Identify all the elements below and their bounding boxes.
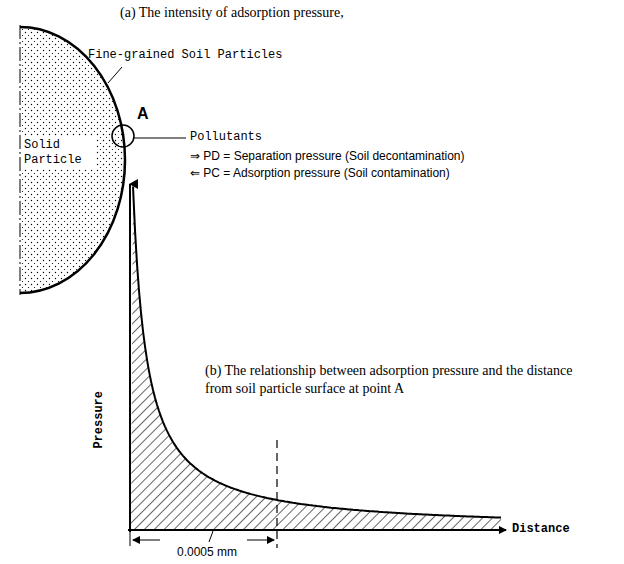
part-name: Fine-grained Soil Particles (88, 48, 282, 64)
part-heading: (a) The intensity of adsorption pressure… (120, 4, 344, 22)
part-name: Pollutants (190, 130, 262, 146)
note: ⇐ PC = Adsorption pressure (Soil contami… (190, 166, 450, 182)
y-axis (129, 184, 131, 532)
axis-label: Distance (512, 522, 570, 538)
x-axis (128, 529, 506, 531)
dimension-line (247, 540, 274, 541)
hatched-area (131, 187, 502, 531)
dimension-tick (130, 532, 131, 546)
dimension: 0.0005 mm (175, 545, 239, 561)
particle-label: Solid Particle (22, 137, 96, 169)
note: ⇒ PD = Separation pressure (Soil deconta… (190, 149, 464, 165)
part-heading: (b) The relationship between adsorption … (205, 362, 600, 398)
solid-particle: Solid Particle (0, 25, 128, 295)
pressure-curve (133, 187, 501, 518)
axis-label: Pressure (92, 391, 108, 449)
dimension-line (133, 540, 160, 541)
dimension-pointer (209, 531, 213, 542)
dashed-line (276, 440, 277, 548)
leader-line (134, 138, 186, 139)
leader-line (108, 67, 122, 83)
point-label: A (137, 104, 149, 125)
